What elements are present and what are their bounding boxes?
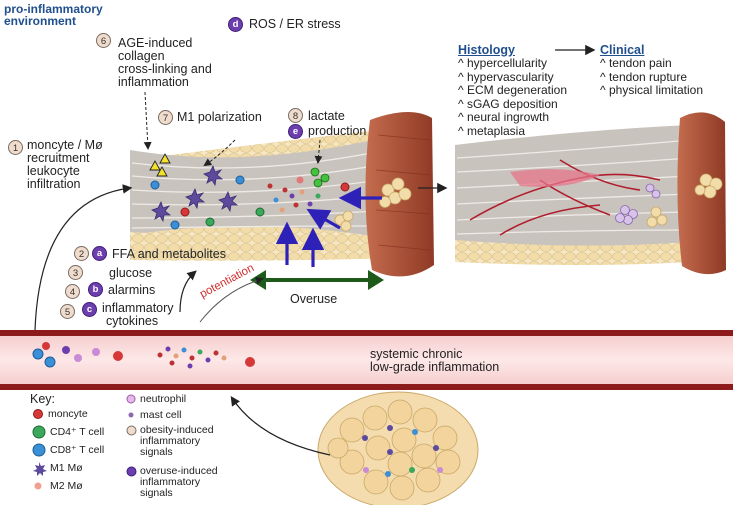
signal-badge-8: 8	[288, 108, 303, 123]
clinical-panel: Clinical ^ tendon pain ^ tendon rupture …	[600, 43, 703, 98]
signal-1-line: leukocyte	[27, 164, 80, 178]
key-label: overuse-induced inflammatory signals	[140, 466, 218, 499]
signal-badge-e: e	[288, 124, 303, 139]
clinical-item: ^ tendon rupture	[600, 69, 688, 84]
overuse-label: Overuse	[290, 292, 338, 306]
signal-3-text: glucose	[109, 266, 153, 280]
mast-cell-icon	[128, 412, 134, 418]
systemic-label: systemic chronic low-grade inflammation	[370, 348, 499, 374]
signal-badge-3: 3	[68, 265, 83, 280]
signal-1-line: recruitment	[27, 151, 90, 165]
key-legend: Key: moncyte CD4⁺ T cell CD8⁺ T cell M1 …	[30, 392, 268, 500]
signal-4-text: alarmins	[108, 283, 156, 297]
systemic-line: systemic chronic	[370, 347, 463, 361]
key-label: M1 Mø	[50, 462, 83, 474]
key-label: moncyte	[48, 408, 88, 420]
signal-1-line: moncyte / Mø	[27, 138, 103, 152]
key-label: neutrophil	[140, 393, 187, 405]
degenerated-tendon	[455, 112, 726, 275]
signal-5-line: cytokines	[106, 314, 159, 328]
histology-list: ^ hypercellularity ^ hypervascularity ^ …	[458, 56, 568, 138]
clinical-list: ^ tendon pain ^ tendon rupture ^ physica…	[600, 56, 704, 98]
signal-5-text: inflammatory cytokines	[102, 302, 174, 328]
inflamed-tendon	[130, 111, 434, 277]
key-label-line: overuse-induced	[140, 465, 218, 477]
signal-1-text: moncyte / Mø recruitment leukocyte infil…	[27, 139, 103, 191]
header-line-2: environment	[4, 14, 77, 28]
histology-panel: Histology ^ hypercellularity ^ hypervasc…	[458, 43, 567, 138]
histology-title: Histology	[458, 43, 515, 57]
signal-2-text: FFA and metabolites	[112, 247, 226, 261]
signal-badge-7: 7	[158, 110, 173, 125]
key-label-line: signals	[140, 446, 173, 458]
histology-item: ^ sGAG deposition	[458, 96, 558, 111]
signal-d-text: ROS / ER stress	[249, 17, 341, 31]
histology-item: ^ hypercellularity	[458, 56, 547, 70]
cd4-t-cell-icon	[32, 425, 46, 439]
key-label: mast cell	[140, 409, 182, 421]
signal-8-text: lactate	[308, 109, 345, 123]
signal-badge-5: 5	[60, 304, 75, 319]
signal-5-line: inflammatory	[102, 301, 174, 315]
clinical-item: ^ tendon pain	[600, 56, 672, 70]
signal-badge-2: 2	[74, 246, 89, 261]
clinical-title: Clinical	[600, 43, 645, 57]
signal-badge-4: 4	[65, 284, 80, 299]
histology-item: ^ neural ingrowth	[458, 110, 550, 124]
key-label-line: inflammatory	[140, 435, 201, 447]
cd8-t-cell-icon	[32, 443, 46, 457]
signal-badge-d: d	[228, 17, 243, 32]
signal-6-line: cross-linking and	[118, 62, 212, 76]
key-label: obesity-induced inflammatory signals	[140, 425, 214, 458]
histology-item: ^ hypervascularity	[458, 69, 554, 84]
signal-1-line: infiltration	[27, 177, 81, 191]
systemic-line: low-grade inflammation	[370, 360, 500, 374]
obesity-signal-icon	[126, 425, 137, 436]
key-label-line: inflammatory	[140, 476, 201, 488]
key-label-line: signals	[140, 487, 173, 499]
key-label: M2 Mø	[50, 480, 83, 492]
signal-badge-1: 1	[8, 140, 23, 155]
signal-6-line: collagen	[118, 49, 165, 63]
key-label: CD8⁺ T cell	[50, 444, 105, 456]
signal-6-line: AGE-induced	[118, 36, 193, 50]
signal-6-text: AGE-induced collagen cross-linking and i…	[118, 37, 212, 89]
signal-badge-c: c	[82, 302, 97, 317]
signal-6-line: inflammation	[118, 75, 189, 89]
key-label: CD4⁺ T cell	[50, 426, 105, 438]
obesity-adipose-tissue	[317, 391, 479, 505]
neutrophil-icon	[126, 394, 136, 404]
histology-item: ^ ECM degeneration	[458, 83, 568, 97]
m1-macrophage-icon	[33, 462, 47, 476]
signal-badge-b: b	[88, 282, 103, 297]
overuse-signal-icon	[126, 466, 137, 477]
header-line-1: pro-inflammatory	[4, 2, 103, 16]
key-title: Key:	[30, 392, 56, 406]
signal-7-text: M1 polarization	[177, 110, 262, 124]
histology-item: ^ metaplasia	[458, 123, 525, 138]
signal-e-text: production	[308, 124, 367, 138]
monocyte-icon	[33, 409, 43, 419]
m2-macrophage-icon	[34, 482, 42, 490]
clinical-item: ^ physical limitation	[600, 83, 704, 97]
key-label-line: obesity-induced	[140, 424, 214, 436]
signal-badge-6: 6	[96, 33, 111, 48]
signal-badge-a: a	[92, 246, 107, 261]
blood-vessel	[0, 330, 733, 390]
